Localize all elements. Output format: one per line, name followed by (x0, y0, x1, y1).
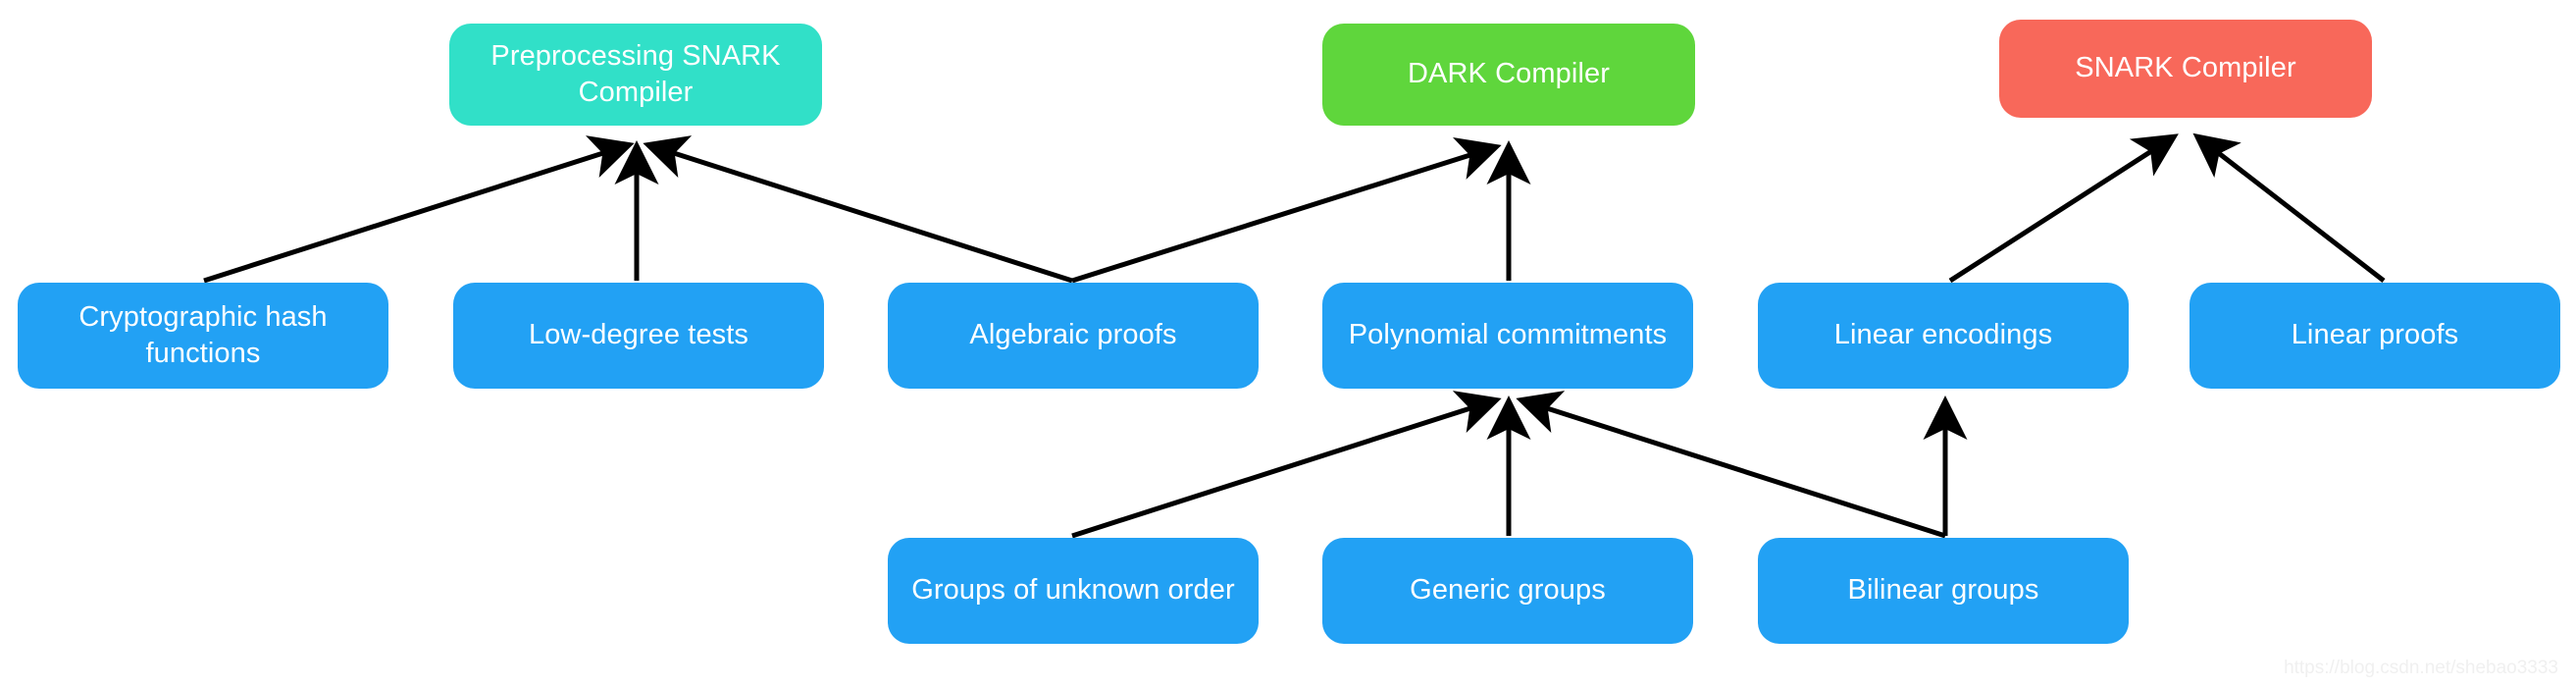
node-linear-proofs[interactable]: Linear proofs (2190, 283, 2560, 389)
edge-bilinear-to-polycommit (1516, 391, 1946, 539)
edge-linearenc-to-snark (1948, 133, 2179, 284)
edge-linearproofs-to-snark (2192, 132, 2386, 283)
node-low-degree-tests[interactable]: Low-degree tests (453, 283, 824, 389)
node-snark-compiler[interactable]: SNARK Compiler (1999, 20, 2372, 118)
watermark-text: https://blog.csdn.net/shebao3333 (2284, 658, 2558, 678)
node-cryptographic-hash-functions[interactable]: Cryptographic hash functions (18, 283, 388, 389)
node-groups-of-unknown-order[interactable]: Groups of unknown order (888, 538, 1259, 644)
node-polynomial-commitments[interactable]: Polynomial commitments (1322, 283, 1693, 389)
edge-unknownorder-to-polycommit (1071, 391, 1502, 539)
node-bilinear-groups[interactable]: Bilinear groups (1758, 538, 2129, 644)
edge-algebraic-to-preprocessing (643, 135, 1073, 284)
node-preprocessing-snark-compiler[interactable]: Preprocessing SNARK Compiler (449, 24, 822, 126)
edge-algebraic-to-dark (1071, 136, 1502, 284)
node-algebraic-proofs[interactable]: Algebraic proofs (888, 283, 1259, 389)
edge-hash-to-preprocessing (203, 135, 635, 284)
node-generic-groups[interactable]: Generic groups (1322, 538, 1693, 644)
node-dark-compiler[interactable]: DARK Compiler (1322, 24, 1695, 126)
node-linear-encodings[interactable]: Linear encodings (1758, 283, 2129, 389)
edge-group (203, 132, 2386, 539)
